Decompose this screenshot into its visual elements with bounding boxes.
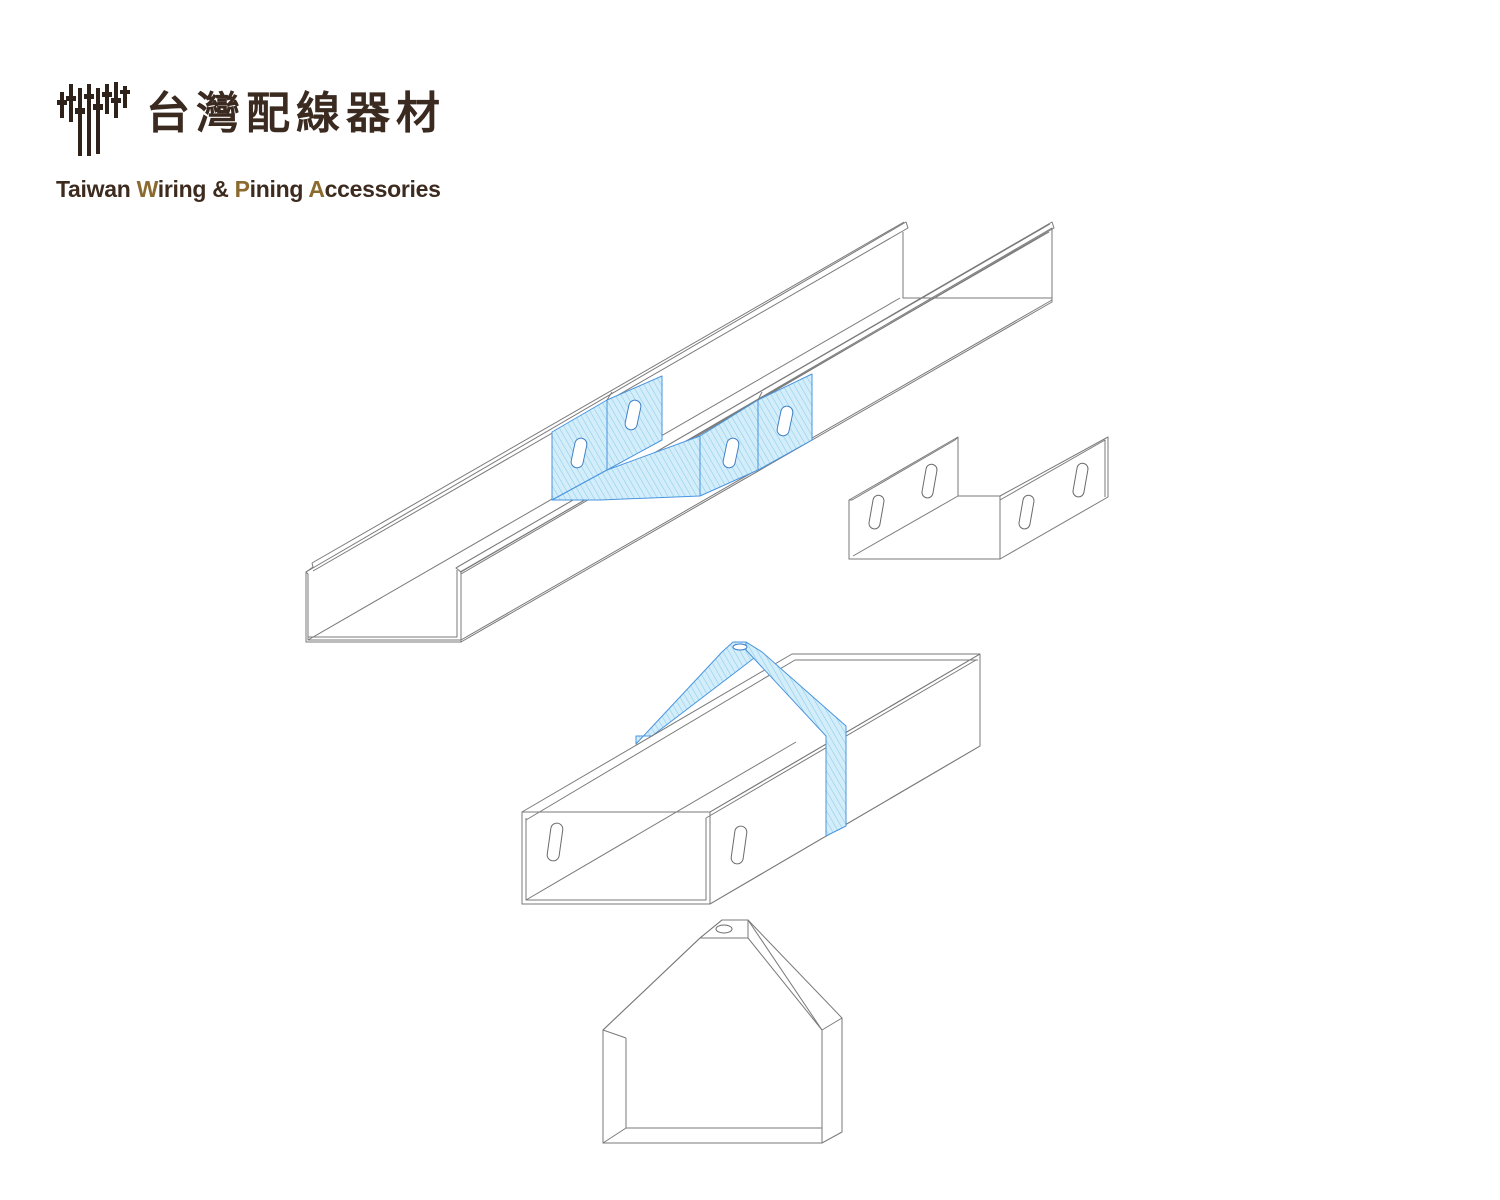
brand-word-accessories-initial: A	[308, 176, 325, 202]
brand-word-taiwan-initial: T	[56, 176, 69, 202]
hanger-strap-back	[635, 641, 763, 745]
joint-coupler-installed	[551, 373, 813, 501]
hanger-strap-front	[745, 641, 847, 837]
brand-logo: 台灣配線器材 Taiwan Wiring & Pining Accessorie…	[56, 78, 476, 218]
brand-word-wiring-initial: W	[136, 176, 159, 202]
cable-tray-with-hanger-strap	[521, 641, 981, 905]
brand-word-pining: ining	[249, 176, 304, 202]
brand-word-accessories: ccessories	[324, 176, 441, 202]
brand-ampersand: &	[212, 176, 229, 202]
brand-name-chinese: 台灣配線器材	[146, 88, 446, 139]
tray-end-profile	[305, 562, 462, 643]
brand-name-english: Taiwan Wiring & Pining Accessories	[56, 176, 441, 203]
logo-mark-icon	[57, 82, 130, 156]
brand-word-wiring: iring	[157, 176, 207, 202]
hanger-strap	[602, 919, 843, 1144]
brand-word-pining-initial: P	[234, 176, 250, 202]
tray-left-wall	[305, 227, 1053, 643]
joint-coupler	[848, 436, 1109, 560]
brand-word-taiwan: aiwan	[68, 176, 131, 202]
cable-tray-with-joint-coupler	[305, 221, 1055, 643]
